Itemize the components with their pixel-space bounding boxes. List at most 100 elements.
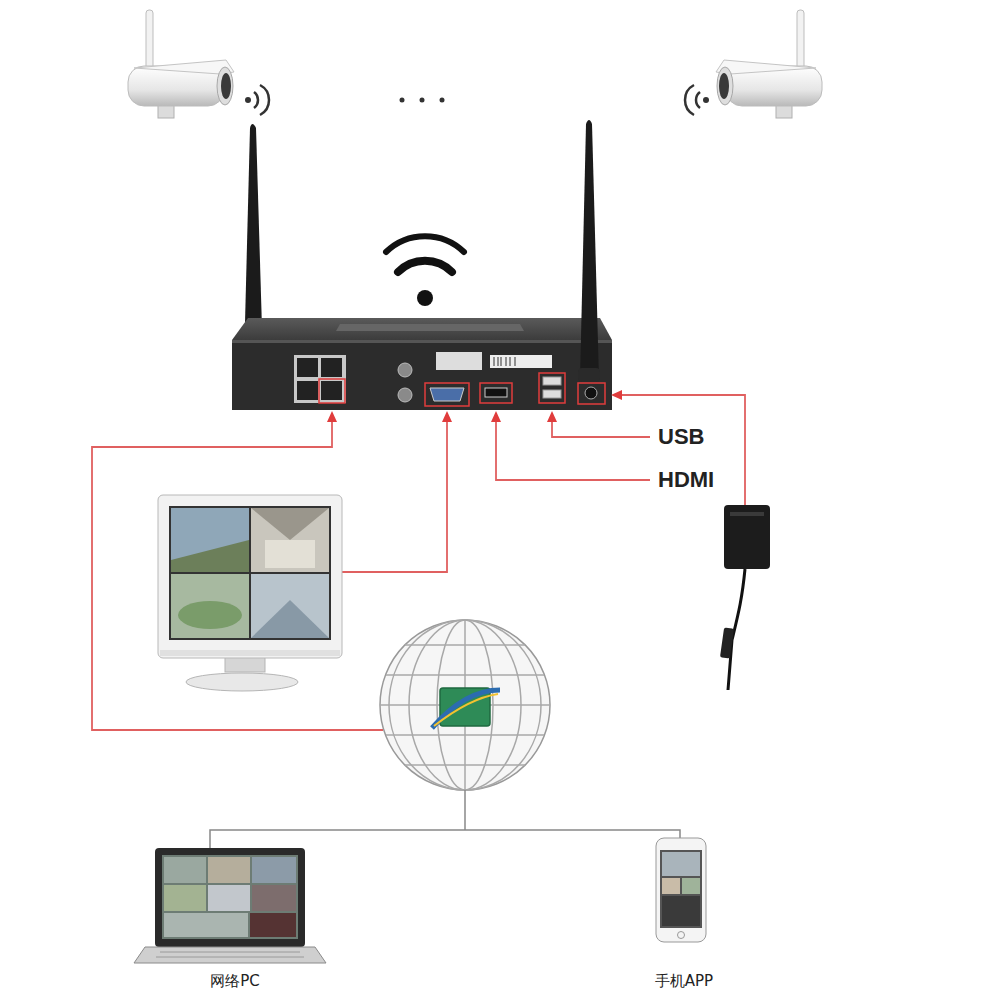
wifi-symbol-part [417, 290, 433, 306]
port-highlight-part [425, 383, 469, 406]
internet-globe-part [432, 690, 500, 728]
nvr-recorder-part-part [506, 357, 507, 366]
ellipsis-dots-part [420, 98, 425, 103]
wifi-camera-part [719, 73, 729, 99]
laptop-part [156, 957, 304, 958]
arrow-head-part [442, 411, 452, 422]
monitor-part [186, 673, 298, 691]
wifi-signal-part [685, 85, 694, 115]
laptop-part [160, 952, 300, 953]
monitor-part [251, 600, 329, 638]
network-line-part [210, 830, 680, 848]
connection-wire-part [552, 421, 650, 437]
port-highlight-part [539, 373, 565, 403]
wifi-camera [716, 10, 822, 118]
nvr-recorder-part-part [498, 357, 499, 366]
smartphone-part [662, 878, 680, 894]
antenna-part [580, 120, 599, 380]
internet-globe-part [386, 734, 544, 736]
laptop-part [208, 857, 250, 883]
nvr-recorder-part-part [501, 357, 502, 366]
monitor [158, 495, 342, 691]
internet-globe [380, 620, 550, 790]
power-adapter-part [720, 627, 734, 658]
nvr-recorder-part [490, 355, 552, 368]
laptop-part [134, 947, 326, 963]
smartphone-part [662, 896, 700, 926]
arrow-head-part [547, 411, 557, 422]
nvr-recorder-part [543, 377, 561, 385]
internet-globe-part [405, 644, 525, 646]
internet-globe-part [405, 764, 525, 766]
wifi-camera [128, 10, 234, 118]
connection-wire-part [496, 421, 650, 480]
monitor-part [251, 508, 329, 540]
monitor-part [169, 506, 331, 640]
nvr-recorder-part [543, 390, 561, 398]
wifi-signal-part [254, 92, 258, 108]
smartphone-part [660, 850, 702, 928]
ellipsis-dots [400, 98, 445, 103]
nvr-recorder-part [297, 358, 318, 377]
nvr-recorder-part [232, 318, 612, 340]
laptop-part [155, 848, 305, 947]
wifi-symbol-part [398, 261, 452, 272]
nvr-recorder-part-part [510, 357, 511, 366]
ellipsis-dots-part [400, 98, 405, 103]
laptop-part [252, 885, 296, 911]
network-line [210, 790, 680, 848]
nvr-recorder-part [398, 363, 412, 377]
nvr-recorder-part-part [494, 357, 495, 366]
port-label: HDMI [658, 467, 714, 493]
antenna [578, 120, 600, 382]
wifi-camera-part [717, 67, 733, 105]
nvr-recorder-part [398, 388, 412, 402]
internet-globe-part [434, 694, 498, 726]
nvr-recorder-part [494, 357, 515, 366]
wifi-signal [685, 85, 709, 115]
monitor-part [251, 508, 329, 572]
wifi-signal-part [703, 97, 709, 103]
device-caption: 手机APP [655, 972, 713, 990]
arrow-head-part [491, 411, 501, 422]
ellipsis-dots-part [440, 98, 445, 103]
antenna-part [578, 368, 600, 382]
port-highlight [319, 373, 605, 406]
device-caption: 网络PC [210, 972, 260, 990]
laptop-part [164, 913, 248, 937]
wifi-signal [245, 85, 269, 115]
nvr-recorder [232, 318, 612, 410]
arrow-head-part [611, 390, 622, 400]
nvr-recorder-part [294, 355, 346, 403]
wifi-signal-part [260, 85, 269, 115]
wifi-camera-part [716, 60, 816, 74]
port-highlight-part [319, 379, 345, 403]
port-highlight-part [578, 383, 605, 404]
wifi-signal-part [696, 92, 700, 108]
nvr-recorder-part [232, 340, 612, 343]
arrow-head [327, 390, 622, 422]
connection-wire-part [342, 421, 447, 572]
wifi-camera-part [221, 73, 231, 99]
laptop-part [162, 855, 298, 939]
connection-wire-part [92, 421, 383, 730]
nvr-recorder-part [585, 387, 597, 399]
laptop-part [164, 885, 206, 911]
wifi-signal-part [245, 97, 251, 103]
nvr-recorder-part [297, 381, 318, 400]
smartphone-part [678, 932, 685, 939]
port-label: USB [658, 424, 704, 450]
smartphone-part [656, 838, 706, 942]
laptop-part [208, 885, 250, 911]
nvr-recorder-part [485, 388, 507, 397]
monitor-part [251, 574, 329, 638]
power-adapter [720, 505, 770, 690]
monitor-part [160, 650, 340, 656]
nvr-recorder-part [436, 352, 482, 370]
smartphone-part [662, 852, 700, 876]
monitor-part [265, 540, 315, 568]
monitor-part [158, 495, 342, 658]
nvr-recorder-part [321, 358, 342, 377]
